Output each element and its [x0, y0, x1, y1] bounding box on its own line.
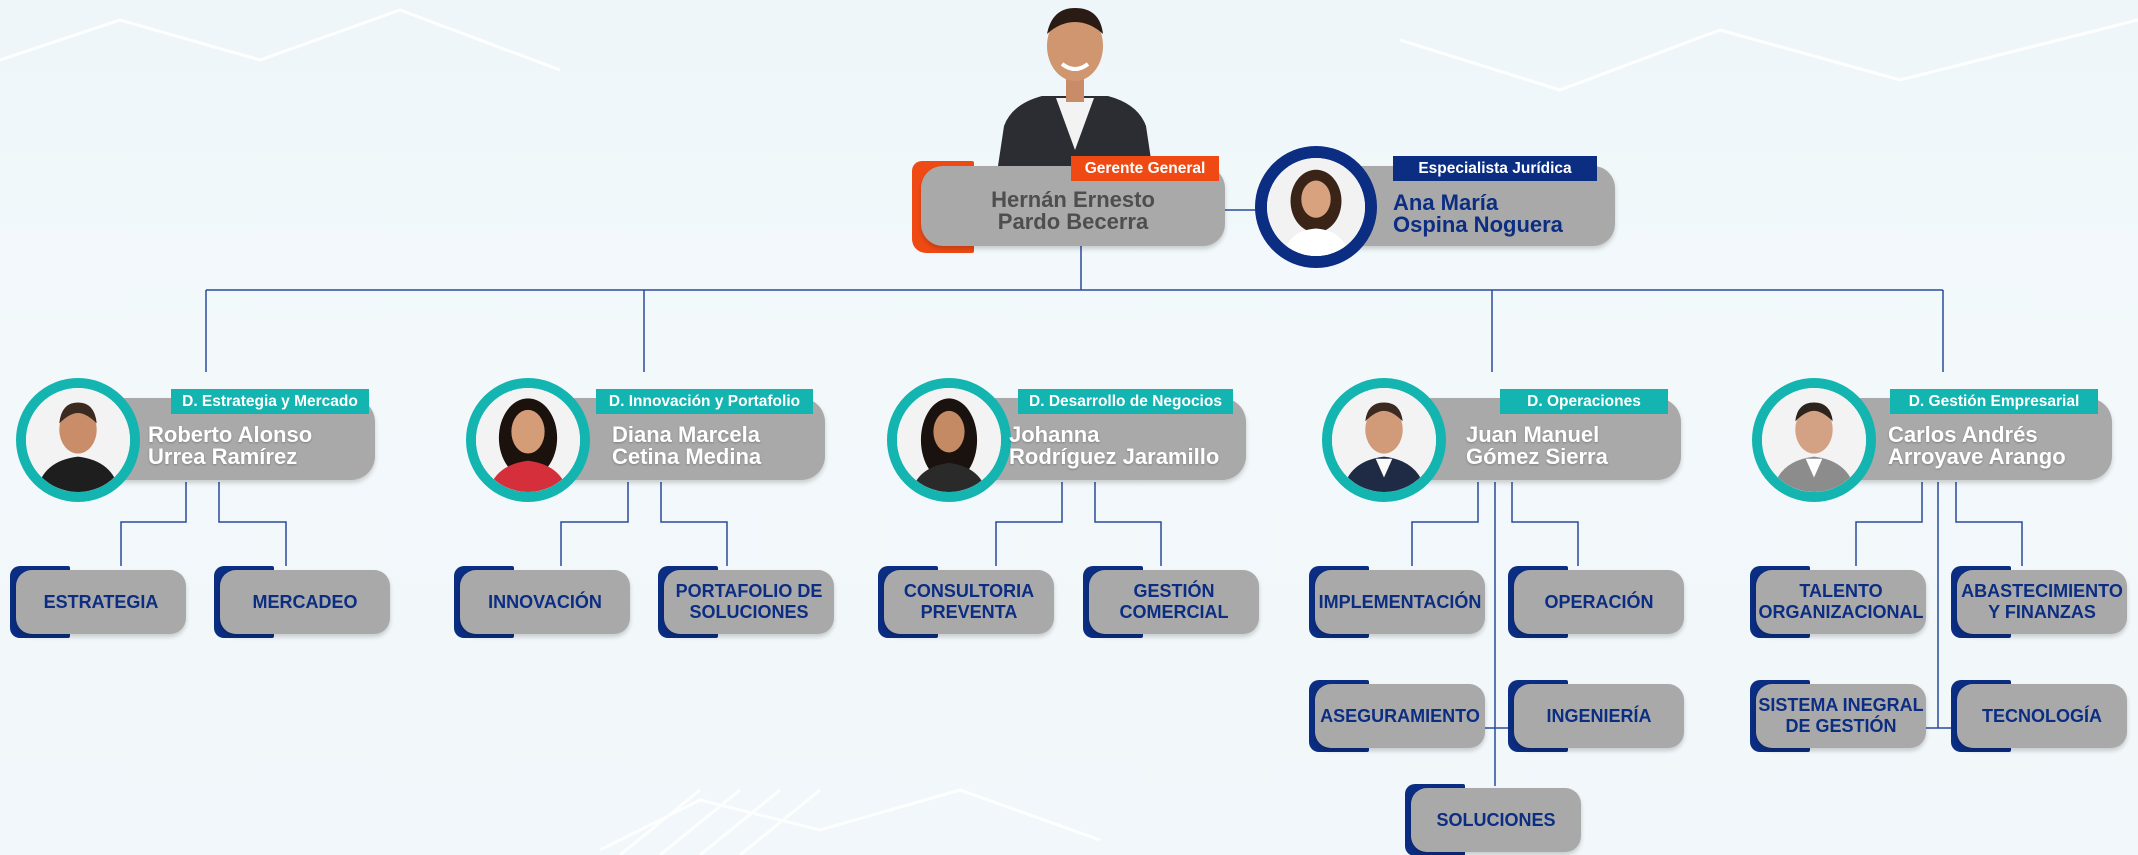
- gm-role-tag: Gerente General: [1071, 156, 1219, 181]
- gm-photo: [998, 8, 1152, 166]
- legal-name: Ana María Ospina Noguera: [1393, 192, 1563, 236]
- unit-label: INNOVACIÓN: [488, 591, 602, 612]
- unit-soluciones: SOLUCIONES: [1411, 788, 1581, 852]
- unit-label: PORTAFOLIO DE: [675, 581, 823, 601]
- unit-label: COMERCIAL: [1119, 602, 1229, 622]
- director-photo: [897, 388, 1001, 492]
- director-name-line1: Roberto Alonso: [148, 422, 313, 447]
- unit-label: ESTRATEGIA: [43, 591, 159, 612]
- legal-name-line1: Ana María: [1393, 190, 1499, 215]
- director-role-tag: D. Desarrollo de Negocios: [1018, 389, 1233, 414]
- director-photo: [476, 388, 580, 492]
- director-name-line1: Diana Marcela: [612, 422, 760, 447]
- director-name-line2: Urrea Ramírez: [148, 444, 298, 469]
- unit-label: SISTEMA INEGRAL: [1758, 695, 1924, 715]
- director-name-line1: Carlos Andrés: [1888, 422, 2038, 447]
- unit-aseguramiento: ASEGURAMIENTO: [1315, 684, 1485, 748]
- director-photo-ring: [16, 378, 140, 502]
- director-role-tag: D. Innovación y Portafolio: [596, 389, 813, 414]
- unit-label: GESTIÓN: [1133, 581, 1215, 601]
- director-photo: [26, 388, 130, 492]
- legal-photo-ring: [1255, 146, 1377, 268]
- unit-label: CONSULTORIA: [903, 581, 1035, 601]
- legal-name-line2: Ospina Noguera: [1393, 212, 1563, 237]
- unit-ingenieria: INGENIERÍA: [1514, 684, 1684, 748]
- director-name: Carlos Andrés Arroyave Arango: [1888, 424, 2066, 468]
- director-photo-ring: [1322, 378, 1446, 502]
- legal-photo: [1267, 158, 1365, 256]
- unit-label: ASEGURAMIENTO: [1320, 705, 1480, 726]
- director-role-tag: D. Gestión Empresarial: [1890, 389, 2098, 414]
- director-photo: [1762, 388, 1866, 492]
- unit-label: TECNOLOGÍA: [1982, 705, 2102, 726]
- director-name: Juan Manuel Gómez Sierra: [1466, 424, 1608, 468]
- unit-estrategia: ESTRATEGIA: [16, 570, 186, 634]
- director-photo-ring: [466, 378, 590, 502]
- unit-label: SOLUCIONES: [689, 602, 809, 622]
- unit-label: TALENTO: [1799, 581, 1883, 601]
- unit-label: OPERACIÓN: [1544, 591, 1654, 612]
- unit-label: ORGANIZACIONAL: [1758, 602, 1924, 622]
- gm-name: Hernán Ernesto Pardo Becerra: [921, 189, 1225, 233]
- unit-label: MERCADEO: [252, 591, 358, 612]
- director-role-tag: D. Operaciones: [1500, 389, 1668, 414]
- director-photo-ring: [887, 378, 1011, 502]
- gm-name-line2: Pardo Becerra: [997, 209, 1149, 234]
- unit-label: ABASTECIMIENTO: [1961, 581, 2123, 601]
- unit-tecnologia: TECNOLOGÍA: [1957, 684, 2127, 748]
- unit-label: PREVENTA: [920, 602, 1018, 622]
- director-name-line2: Rodríguez Jaramillo: [1009, 444, 1220, 469]
- unit-label: SOLUCIONES: [1436, 809, 1556, 830]
- director-name-line2: Arroyave Arango: [1888, 444, 2066, 469]
- unit-label: Y FINANZAS: [1988, 602, 2096, 622]
- director-name-line1: Juan Manuel: [1466, 422, 1600, 447]
- gm-name-line1: Hernán Ernesto: [991, 187, 1155, 212]
- director-photo: [1332, 388, 1436, 492]
- unit-label: IMPLEMENTACIÓN: [1318, 591, 1482, 612]
- director-role-tag: D. Estrategia y Mercado: [171, 389, 369, 414]
- director-name: Diana Marcela Cetina Medina: [612, 424, 761, 468]
- director-name-line2: Gómez Sierra: [1466, 444, 1608, 469]
- director-name-line1: Johanna: [1009, 422, 1100, 447]
- unit-mercadeo: MERCADEO: [220, 570, 390, 634]
- unit-implementacion: IMPLEMENTACIÓN: [1315, 570, 1485, 634]
- director-name: Roberto Alonso Urrea Ramírez: [148, 424, 312, 468]
- unit-label: DE GESTIÓN: [1785, 716, 1897, 736]
- director-photo-ring: [1752, 378, 1876, 502]
- unit-label: INGENIERÍA: [1546, 705, 1652, 726]
- director-name: Johanna Rodríguez Jaramillo: [1009, 424, 1219, 468]
- legal-role-tag: Especialista Jurídica: [1393, 156, 1597, 181]
- unit-innovacion: INNOVACIÓN: [460, 570, 630, 634]
- unit-operacion: OPERACIÓN: [1514, 570, 1684, 634]
- director-name-line2: Cetina Medina: [612, 444, 762, 469]
